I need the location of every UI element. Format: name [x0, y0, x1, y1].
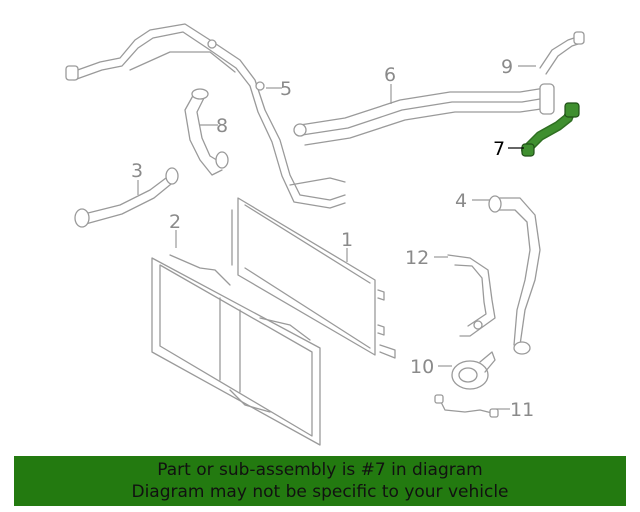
callout-4: 4 — [455, 190, 467, 212]
info-banner: Part or sub-assembly is #7 in diagram Di… — [14, 456, 626, 506]
callout-10: 10 — [410, 356, 434, 378]
callout-3: 3 — [131, 160, 143, 182]
callout-2: 2 — [169, 211, 181, 233]
part-7-hose-highlighted — [521, 102, 580, 157]
callout-7-highlighted: 7 — [493, 138, 505, 160]
callout-12: 12 — [405, 247, 429, 269]
part-6-hose — [293, 83, 555, 146]
part-1-radiator — [231, 197, 396, 359]
parts-diagram: 1 2 3 4 5 6 7 8 9 10 11 12 — [65, 23, 585, 446]
part-5-hose-assembly — [65, 23, 346, 209]
callout-leaders — [137, 65, 536, 410]
callout-5: 5 — [280, 78, 292, 100]
callout-8: 8 — [216, 115, 228, 137]
callout-1: 1 — [341, 229, 353, 251]
banner-line-part: Part or sub-assembly is #7 in diagram — [157, 460, 483, 480]
part-2-frame — [151, 254, 321, 446]
part-11-harness — [434, 394, 499, 418]
callout-6: 6 — [384, 64, 396, 86]
part-12-bracket — [447, 254, 496, 337]
callout-9: 9 — [501, 56, 513, 78]
part-9-hose — [539, 31, 585, 75]
part-4-hose — [488, 195, 541, 355]
part-10-pump — [451, 351, 496, 390]
part-3-hose — [74, 167, 179, 228]
banner-line-disclaimer: Diagram may not be specific to your vehi… — [131, 482, 509, 502]
part-8-hose — [184, 88, 229, 176]
callout-11: 11 — [510, 399, 534, 421]
callout-labels: 1 2 3 4 5 6 7 8 9 10 11 12 — [131, 56, 534, 421]
